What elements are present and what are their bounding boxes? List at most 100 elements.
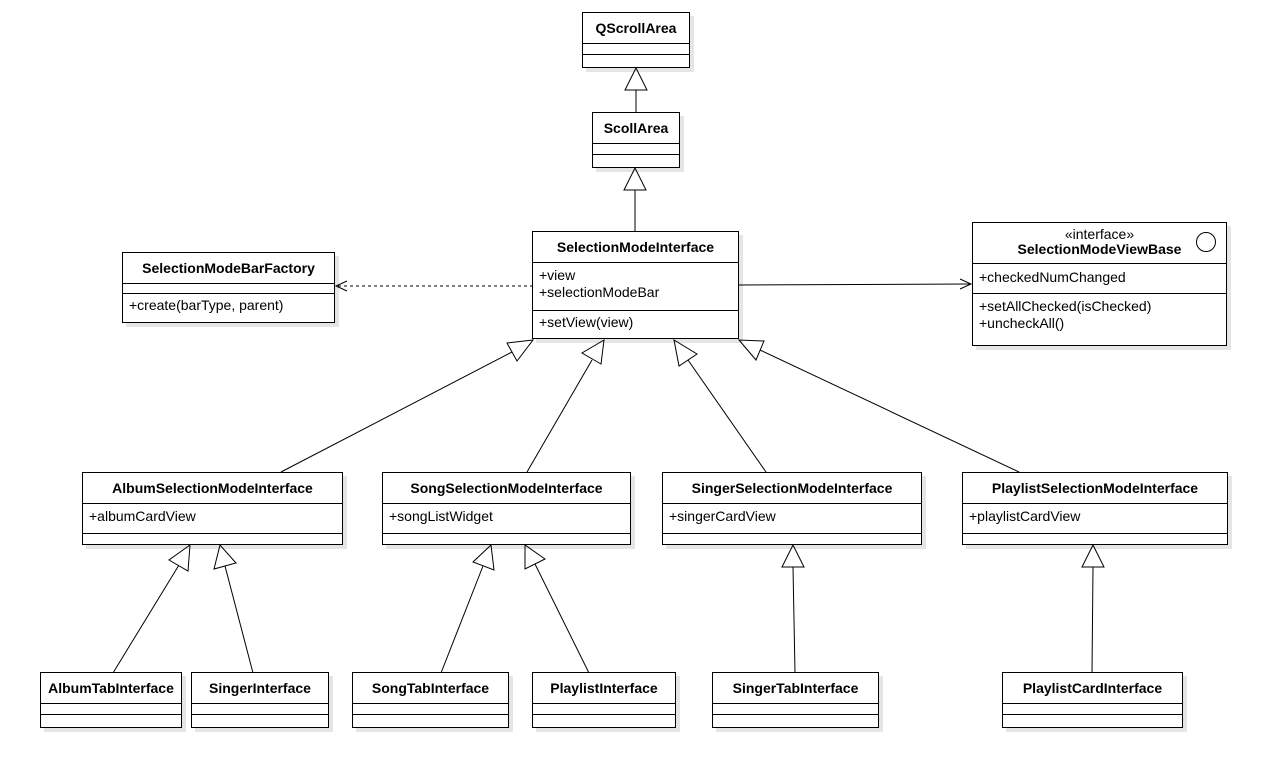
methods-compartment — [383, 534, 630, 544]
class-selection-mode-bar-factory[interactable]: SelectionModeBarFactory +create(barType,… — [122, 252, 335, 323]
class-playlist-card-interface[interactable]: PlaylistCardInterface — [1002, 672, 1183, 728]
method: +create(barType, parent) — [129, 297, 284, 313]
methods-compartment — [663, 534, 921, 544]
methods-compartment — [1003, 715, 1182, 725]
methods-compartment — [353, 715, 508, 725]
edge-singer-selectionmode — [687, 359, 767, 473]
class-singer-interface[interactable]: SingerInterface — [191, 672, 329, 728]
stereotype: «interface» — [1064, 226, 1135, 242]
class-name: QScrollArea — [583, 13, 689, 44]
methods-compartment — [533, 715, 675, 725]
attributes-compartment — [41, 704, 181, 715]
edge-albumtab-album — [112, 564, 180, 674]
attributes-compartment: +checkedNumChanged — [973, 264, 1226, 294]
class-album-selection-mode-interface[interactable]: AlbumSelectionModeInterface +albumCardVi… — [82, 472, 343, 545]
class-name: SingerInterface — [192, 673, 328, 704]
class-selection-mode-view-base[interactable]: «interface» SelectionModeViewBase +check… — [972, 222, 1227, 346]
methods-compartment — [593, 155, 679, 165]
class-name: SongTabInterface — [353, 673, 508, 704]
attributes-compartment — [593, 144, 679, 155]
edge-singertab-singer — [792, 566, 796, 674]
method: +uncheckAll() — [979, 315, 1065, 331]
methods-compartment: +setView(view) — [533, 311, 738, 334]
attribute: +singerCardView — [669, 508, 776, 524]
edge-song-selectionmode — [526, 359, 593, 473]
edge-album-selectionmode — [280, 351, 513, 473]
attributes-compartment: +albumCardView — [83, 504, 342, 534]
methods-compartment: +setAllChecked(isChecked) +uncheckAll() — [973, 294, 1226, 335]
attributes-compartment: +singerCardView — [663, 504, 921, 534]
methods-compartment: +create(barType, parent) — [123, 294, 334, 317]
class-playlist-interface[interactable]: PlaylistInterface — [532, 672, 676, 728]
class-qscrollarea[interactable]: QScrollArea — [582, 12, 690, 68]
methods-compartment — [583, 55, 689, 65]
attribute: +view — [539, 267, 576, 283]
class-name: SingerSelectionModeInterface — [663, 473, 921, 504]
arrowhead-generalization — [168, 543, 191, 572]
attributes-compartment — [583, 44, 689, 55]
class-singer-tab-interface[interactable]: SingerTabInterface — [712, 672, 879, 728]
class-song-selection-mode-interface[interactable]: SongSelectionModeInterface +songListWidg… — [382, 472, 631, 545]
class-song-tab-interface[interactable]: SongTabInterface — [352, 672, 509, 728]
class-name: SongSelectionModeInterface — [383, 473, 630, 504]
attributes-compartment: +songListWidget — [383, 504, 630, 534]
interface-circle-icon — [1196, 232, 1216, 252]
edge-association-viewbase — [738, 283, 972, 286]
arrowhead-generalization — [781, 543, 805, 568]
attributes-compartment — [1003, 704, 1182, 715]
edge-songtab-song — [440, 565, 484, 674]
arrowhead-generalization — [213, 543, 237, 570]
arrowhead-generalization — [737, 339, 765, 361]
class-name-block: «interface» SelectionModeViewBase — [973, 223, 1226, 264]
edge-playlist-song — [534, 563, 590, 674]
attribute: +checkedNumChanged — [979, 269, 1126, 285]
methods-compartment — [963, 534, 1227, 544]
attributes-compartment — [123, 284, 334, 294]
edge-singer-album — [224, 565, 254, 674]
class-singer-selection-mode-interface[interactable]: SingerSelectionModeInterface +singerCard… — [662, 472, 922, 545]
attributes-compartment — [192, 704, 328, 715]
class-album-tab-interface[interactable]: AlbumTabInterface — [40, 672, 182, 728]
class-name: SelectionModeViewBase — [1017, 241, 1182, 257]
methods-compartment — [192, 715, 328, 725]
method: +setView(view) — [539, 314, 634, 330]
class-scollarea[interactable]: ScollArea — [592, 112, 680, 168]
class-name: AlbumTabInterface — [41, 673, 181, 704]
attributes-compartment: +playlistCardView — [963, 504, 1227, 534]
attributes-compartment — [353, 704, 508, 715]
arrowhead-generalization — [472, 543, 495, 571]
attribute: +songListWidget — [389, 508, 493, 524]
class-name: ScollArea — [593, 113, 679, 144]
class-selection-mode-interface[interactable]: SelectionModeInterface +view +selectionM… — [532, 231, 739, 339]
arrowhead-generalization — [524, 544, 546, 570]
class-name: SingerTabInterface — [713, 673, 878, 704]
attributes-compartment — [533, 704, 675, 715]
class-name: PlaylistInterface — [533, 673, 675, 704]
arrowhead-generalization — [623, 166, 647, 191]
edge-playlistcard-playlist — [1091, 566, 1094, 674]
arrowhead-open — [959, 278, 973, 290]
arrowhead-generalization — [673, 338, 698, 367]
class-name: AlbumSelectionModeInterface — [83, 473, 342, 504]
arrowhead-generalization — [581, 339, 605, 365]
arrowhead-open — [334, 280, 348, 292]
methods-compartment — [83, 534, 342, 544]
arrowhead-generalization — [624, 66, 648, 91]
arrowhead-generalization — [506, 339, 535, 362]
attributes-compartment: +view +selectionModeBar — [533, 263, 738, 311]
class-name: SelectionModeBarFactory — [123, 253, 334, 284]
attribute: +albumCardView — [89, 508, 196, 524]
attribute: +playlistCardView — [969, 508, 1081, 524]
methods-compartment — [41, 715, 181, 725]
method: +setAllChecked(isChecked) — [979, 298, 1152, 314]
attribute: +selectionModeBar — [539, 284, 660, 300]
attributes-compartment — [713, 704, 878, 715]
class-playlist-selection-mode-interface[interactable]: PlaylistSelectionModeInterface +playlist… — [962, 472, 1228, 545]
class-name: PlaylistCardInterface — [1003, 673, 1182, 704]
arrowhead-generalization — [1081, 543, 1105, 568]
class-name: SelectionModeInterface — [533, 232, 738, 263]
class-name: PlaylistSelectionModeInterface — [963, 473, 1227, 504]
edge-playlist-selectionmode — [759, 349, 1020, 473]
